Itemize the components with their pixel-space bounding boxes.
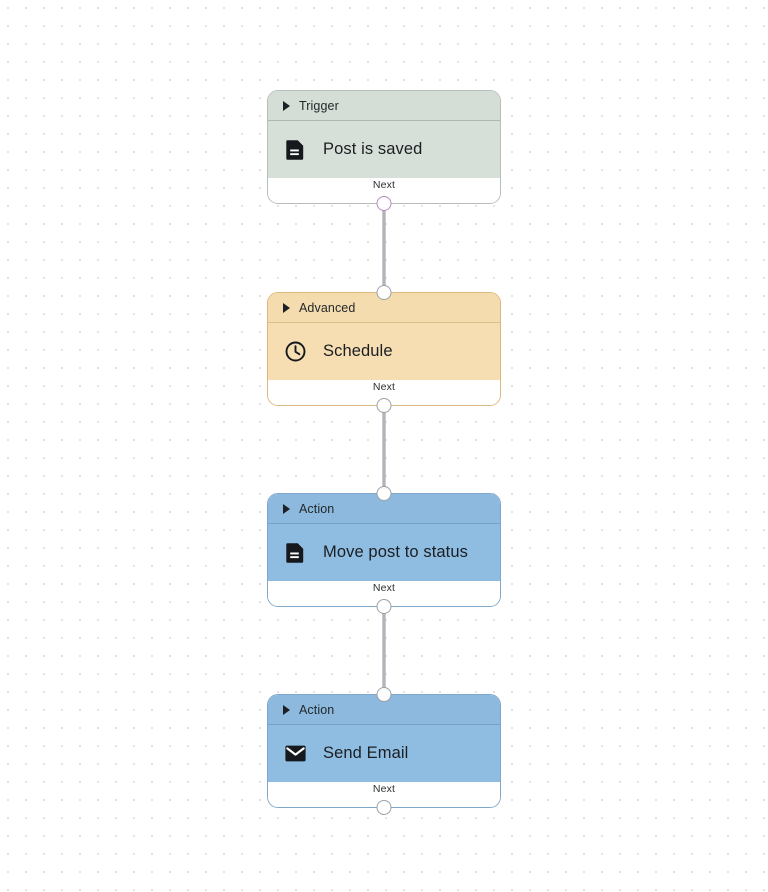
node-footer-label: Next bbox=[372, 783, 396, 795]
node-action-send-email[interactable]: Action Send Email Next bbox=[267, 687, 501, 815]
input-port[interactable] bbox=[376, 486, 392, 501]
collapse-triangle-icon[interactable] bbox=[283, 704, 290, 715]
input-port[interactable] bbox=[376, 285, 392, 300]
node-category-label: Advanced bbox=[299, 300, 356, 315]
node-divider bbox=[268, 523, 500, 524]
node-divider bbox=[268, 322, 500, 323]
envelope-icon bbox=[285, 743, 306, 764]
node-body-action[interactable]: Send Email bbox=[268, 725, 500, 782]
node-title: Send Email bbox=[323, 744, 409, 762]
collapse-triangle-icon[interactable] bbox=[283, 100, 290, 111]
node-category-label: Action bbox=[299, 501, 335, 516]
node-body-action[interactable]: Move post to status bbox=[268, 524, 500, 581]
collapse-triangle-icon[interactable] bbox=[283, 503, 290, 514]
node-footer-label: Next bbox=[372, 582, 396, 594]
node-trigger-post-is-saved[interactable]: Trigger Post is saved Next bbox=[267, 90, 501, 211]
node-title: Schedule bbox=[323, 342, 393, 360]
node-action-move-post-to-status[interactable]: Action Move post to status Next bbox=[267, 486, 501, 614]
node-footer-label: Next bbox=[372, 179, 396, 191]
clock-icon bbox=[285, 341, 306, 362]
node-divider bbox=[268, 120, 500, 121]
node-title: Move post to status bbox=[323, 543, 468, 561]
node-advanced-schedule[interactable]: Advanced Schedule Next bbox=[267, 285, 501, 413]
node-body-trigger[interactable]: Post is saved bbox=[268, 121, 500, 178]
output-port[interactable] bbox=[376, 196, 392, 211]
output-port[interactable] bbox=[376, 398, 392, 413]
output-port[interactable] bbox=[376, 800, 392, 815]
output-port[interactable] bbox=[376, 599, 392, 614]
collapse-triangle-icon[interactable] bbox=[283, 302, 290, 313]
node-title: Post is saved bbox=[323, 140, 423, 158]
node-footer-label: Next bbox=[372, 381, 396, 393]
document-icon bbox=[285, 139, 306, 160]
input-port[interactable] bbox=[376, 687, 392, 702]
node-divider bbox=[268, 724, 500, 725]
node-body-advanced[interactable]: Schedule bbox=[268, 323, 500, 380]
document-icon bbox=[285, 542, 306, 563]
node-category-label: Trigger bbox=[299, 98, 339, 113]
node-category-label: Action bbox=[299, 702, 335, 717]
node-header-trigger[interactable]: Trigger bbox=[268, 91, 500, 120]
